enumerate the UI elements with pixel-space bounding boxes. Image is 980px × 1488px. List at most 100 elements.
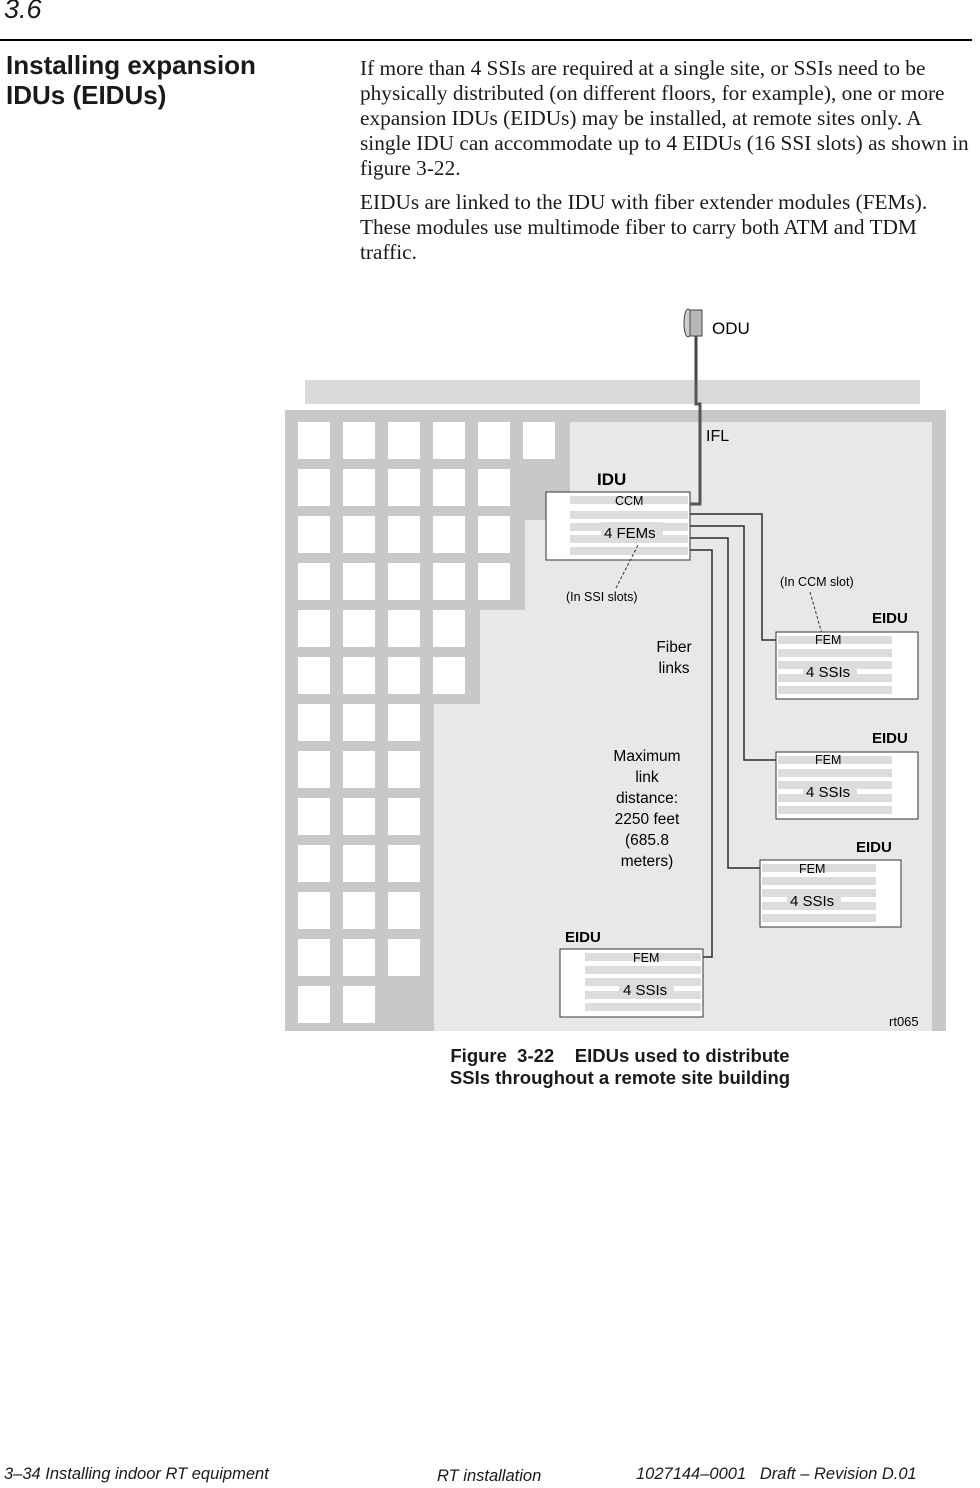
- building-window: [388, 657, 420, 694]
- header-rule: [0, 39, 972, 41]
- section-number: 3.6: [4, 0, 42, 24]
- building-window: [388, 751, 420, 788]
- ccm-label: CCM: [615, 494, 643, 508]
- eidu-unit: EIDU FEM 4 SSIs: [775, 730, 919, 820]
- building-window: [298, 610, 330, 647]
- figure-caption: Figure 3-22 EIDUs used to distribute SSI…: [420, 1045, 820, 1089]
- ccm-slot-leader: [809, 591, 823, 635]
- eidu-title: EIDU: [565, 929, 601, 946]
- building-window: [433, 469, 465, 506]
- ssis-label: 4 SSIs: [790, 893, 834, 910]
- building-window: [388, 422, 420, 459]
- ifl-label: IFL: [706, 428, 729, 445]
- eidu-slot: [762, 864, 876, 872]
- ssis-label: 4 SSIs: [806, 664, 850, 681]
- building-window: [433, 610, 465, 647]
- building-window: [298, 704, 330, 741]
- max-distance-line4: 2250 feet: [615, 811, 680, 828]
- building-window: [343, 939, 375, 976]
- building-window: [298, 657, 330, 694]
- building-window: [298, 845, 330, 882]
- fem-label: FEM: [815, 633, 841, 647]
- building-window: [433, 563, 465, 600]
- eidu-slot: [778, 769, 892, 777]
- building-roof: [305, 380, 920, 404]
- building-window: [343, 563, 375, 600]
- building-windows: [298, 422, 555, 1023]
- building-window: [433, 657, 465, 694]
- building-window: [388, 845, 420, 882]
- ssis-label-bg: [803, 661, 857, 681]
- body-paragraph-2: EIDUs are linked to the IDU with fiber e…: [360, 190, 928, 264]
- max-distance-line6: meters): [621, 853, 674, 870]
- fem-label: FEM: [633, 951, 659, 965]
- in-ccm-slot-note: (In CCM slot): [780, 575, 854, 589]
- eidu-slot: [762, 914, 876, 922]
- eidu-slot: [585, 1003, 701, 1011]
- max-distance-line2: link: [635, 769, 659, 786]
- fiber-links: [690, 513, 778, 958]
- building-window: [343, 845, 375, 882]
- building-window: [388, 939, 420, 976]
- building-window: [298, 422, 330, 459]
- building-window: [298, 798, 330, 835]
- fem-label: FEM: [799, 862, 825, 876]
- eidu-slot: [762, 877, 876, 885]
- building-window: [343, 986, 375, 1023]
- drawing-id: rt065: [889, 1014, 919, 1029]
- building-window: [343, 751, 375, 788]
- max-distance-line3: distance:: [616, 790, 678, 807]
- fiber-links-label-line1: Fiber: [656, 639, 691, 656]
- eidu-slot: [778, 636, 892, 644]
- section-heading-line1: Installing expansion: [6, 50, 256, 80]
- building-window: [343, 422, 375, 459]
- eidu-slot: [585, 953, 701, 961]
- idu-slot-ccm: [570, 496, 688, 504]
- building-window: [478, 469, 510, 506]
- eidu-title: EIDU: [872, 610, 908, 627]
- body-text: If more than 4 SSIs are required at a si…: [360, 56, 976, 274]
- max-distance-line5: (685.8: [625, 832, 669, 849]
- fems-label-bg: [601, 522, 663, 542]
- fem-label: FEM: [815, 753, 841, 767]
- eidu-slot: [778, 649, 892, 657]
- building-window: [298, 469, 330, 506]
- body-paragraph-1: If more than 4 SSIs are required at a si…: [360, 56, 969, 180]
- eidu-title: EIDU: [872, 730, 908, 747]
- eidu-distribution-figure: ODU IFL IDU CCM 4 FEMs (In SSI slots) (I…: [285, 308, 946, 1031]
- building-window: [298, 751, 330, 788]
- building-window: [478, 422, 510, 459]
- eidu-unit: EIDU FEM 4 SSIs: [559, 929, 704, 1018]
- building-window: [478, 563, 510, 600]
- eidu-title: EIDU: [856, 839, 892, 856]
- building-window: [433, 516, 465, 553]
- building-window: [523, 422, 555, 459]
- building-window: [388, 798, 420, 835]
- building-window: [343, 657, 375, 694]
- footer-right: 1027144–0001 Draft – Revision D.01: [636, 1465, 917, 1483]
- building-window: [343, 892, 375, 929]
- eidu-slot: [778, 756, 892, 764]
- building-window: [388, 563, 420, 600]
- ssis-label-bg: [803, 781, 857, 801]
- building-window: [478, 516, 510, 553]
- idu-slot: [570, 511, 688, 519]
- figure-caption-line1: Figure 3-22 EIDUs used to distribute: [450, 1045, 790, 1066]
- building-window: [343, 516, 375, 553]
- ssis-label-bg: [619, 979, 674, 999]
- ssis-label: 4 SSIs: [623, 982, 667, 999]
- building-window: [298, 563, 330, 600]
- odu-label: ODU: [712, 319, 750, 338]
- eidu-unit: EIDU FEM 4 SSIs: [775, 610, 919, 700]
- idu-slot: [570, 547, 688, 555]
- ifl-cable: [690, 380, 702, 506]
- in-ssi-slots-note: (In SSI slots): [566, 590, 638, 604]
- building-window: [388, 704, 420, 741]
- building-window: [298, 986, 330, 1023]
- ssis-label: 4 SSIs: [806, 784, 850, 801]
- footer-center: RT installation: [437, 1467, 542, 1485]
- figure-caption-line2: SSIs throughout a remote site building: [449, 1067, 791, 1088]
- eidu-slot: [585, 966, 701, 974]
- building-window: [298, 939, 330, 976]
- building-window: [343, 610, 375, 647]
